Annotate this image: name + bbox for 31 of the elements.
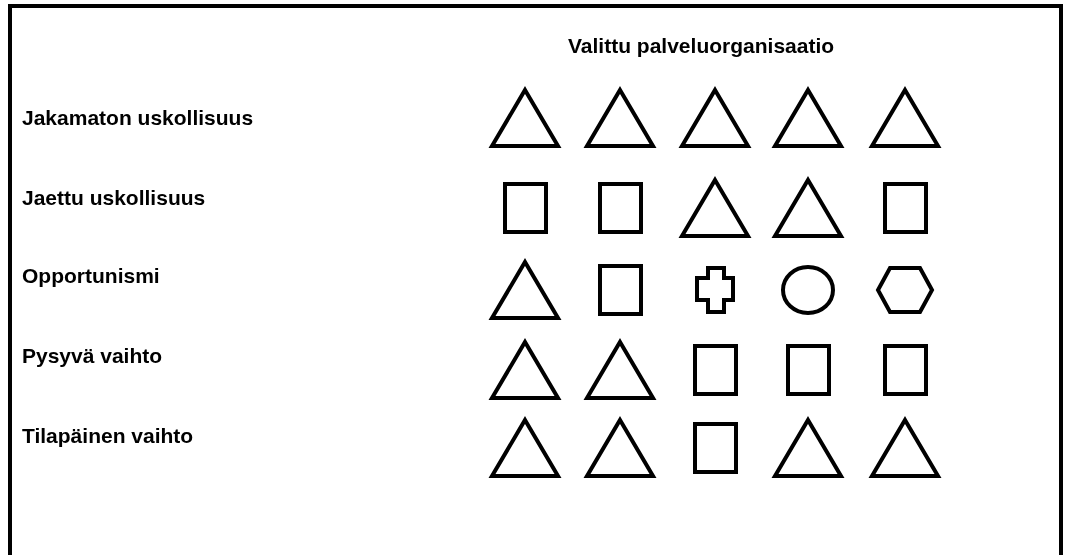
triangle-shape bbox=[870, 88, 940, 148]
square-shape bbox=[692, 422, 738, 474]
square-shape bbox=[882, 344, 928, 396]
triangle-shape bbox=[490, 88, 560, 148]
row-label: Jakamaton uskollisuus bbox=[22, 106, 254, 130]
square-shape bbox=[597, 264, 643, 316]
triangle-shape bbox=[490, 340, 560, 400]
triangle-shape bbox=[585, 418, 655, 478]
triangle-shape bbox=[773, 418, 843, 478]
circle-shape bbox=[781, 265, 835, 315]
triangle-shape bbox=[680, 88, 750, 148]
triangle-shape bbox=[680, 178, 750, 238]
triangle-shape bbox=[773, 178, 843, 238]
triangle-shape bbox=[870, 418, 940, 478]
cross-shape bbox=[695, 266, 735, 314]
square-shape bbox=[502, 182, 548, 234]
square-shape bbox=[597, 182, 643, 234]
triangle-shape bbox=[490, 260, 560, 320]
triangle-shape bbox=[773, 88, 843, 148]
hexagon-shape bbox=[876, 266, 934, 314]
row-label: Tilapäinen vaihto bbox=[22, 424, 194, 448]
row-label: Jaettu uskollisuus bbox=[22, 186, 206, 210]
triangle-shape bbox=[585, 340, 655, 400]
triangle-shape bbox=[585, 88, 655, 148]
square-shape bbox=[692, 344, 738, 396]
square-shape bbox=[882, 182, 928, 234]
column-heading: Valittu palveluorganisaatio bbox=[568, 34, 835, 58]
row-label: Pysyvä vaihto bbox=[22, 344, 163, 368]
square-shape bbox=[785, 344, 831, 396]
triangle-shape bbox=[490, 418, 560, 478]
row-label: Opportunismi bbox=[22, 264, 160, 288]
